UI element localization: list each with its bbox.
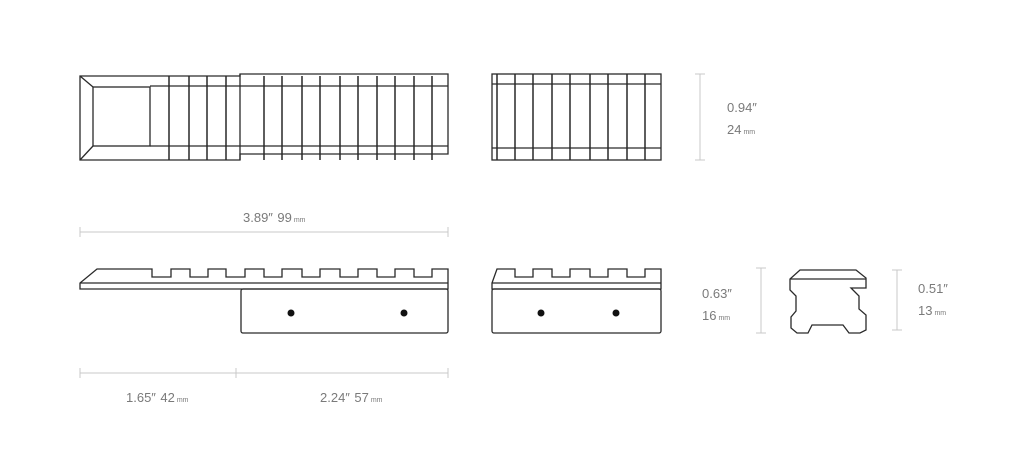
base-length-unit: mm xyxy=(370,397,383,404)
screw-hole xyxy=(612,309,620,317)
front-length-inch: 1.65″ xyxy=(126,390,156,405)
screw-hole xyxy=(400,309,408,317)
base-length-inch: 2.24″ xyxy=(320,390,350,405)
end-height-unit: mm xyxy=(934,310,947,317)
rail-height-inch: 0.94″ xyxy=(727,100,757,115)
side-height-mm: 16 xyxy=(702,308,717,323)
side-height-unit: mm xyxy=(718,315,731,322)
rail-height-unit: mm xyxy=(743,129,756,136)
rail-height-mm: 24 xyxy=(727,122,742,137)
side-view-short-rail xyxy=(491,268,662,334)
end-height-inch: 0.51″ xyxy=(918,281,948,296)
screw-hole xyxy=(287,309,295,317)
front-length-unit: mm xyxy=(176,397,189,404)
end-view-profile xyxy=(789,269,867,334)
screw-hole xyxy=(537,309,545,317)
total-length-mm: 99 xyxy=(277,210,292,225)
total-length-inch: 3.89″ xyxy=(243,210,273,225)
dimension-lines xyxy=(79,73,902,378)
base-length-mm: 57 xyxy=(354,390,369,405)
side-view-rail xyxy=(79,268,449,334)
top-view-short-rail xyxy=(491,73,662,161)
total-length-unit: mm xyxy=(293,217,306,224)
side-height-inch: 0.63″ xyxy=(702,286,732,301)
end-height-mm: 13 xyxy=(918,303,933,318)
top-view-rail xyxy=(79,73,449,161)
front-length-mm: 42 xyxy=(160,390,175,405)
